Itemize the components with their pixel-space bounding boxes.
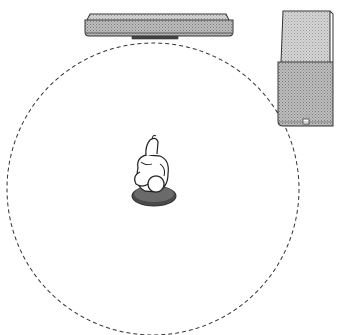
listener-icon (131, 134, 177, 207)
subwoofer-icon (277, 10, 334, 127)
listening-area-circle (6, 42, 300, 335)
soundbar-icon (84, 13, 234, 40)
